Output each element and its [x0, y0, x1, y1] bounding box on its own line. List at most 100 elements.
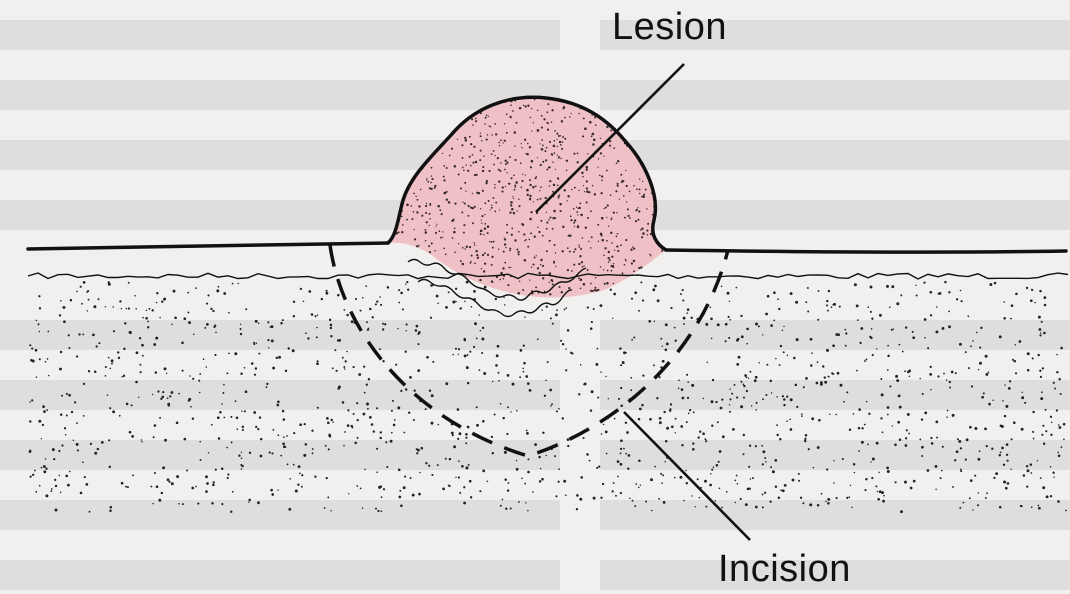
stipple-dot	[87, 310, 88, 311]
lesion-dot	[517, 292, 520, 295]
stipple-dot	[881, 393, 884, 396]
lesion-dot	[488, 170, 490, 172]
stipple-dot	[778, 497, 781, 500]
stipple-dot	[1026, 287, 1028, 289]
lesion-dot	[429, 204, 431, 206]
stipple-dot	[215, 332, 217, 334]
stipple-dot	[214, 324, 216, 326]
stipple-dot	[691, 384, 694, 387]
stipple-dot	[337, 294, 340, 297]
stipple-dot	[221, 467, 224, 470]
lesion-dot	[418, 205, 420, 207]
stipple-dot	[1030, 299, 1033, 302]
lesion-dot	[442, 236, 443, 237]
stipple-dot	[545, 455, 547, 457]
stipple-dot	[872, 458, 875, 461]
stipple-dot	[935, 421, 938, 424]
lesion-dot	[495, 133, 497, 135]
stipple-dot	[326, 477, 328, 479]
stipple-dot	[42, 424, 44, 426]
stipple-dot	[960, 290, 962, 292]
lesion-dot	[479, 159, 481, 161]
stipple-dot	[729, 404, 730, 405]
lesion-dot	[594, 287, 596, 289]
stipple-dot	[853, 463, 856, 466]
lesion-dot	[491, 256, 493, 258]
stipple-dot	[118, 357, 120, 359]
stipple-dot	[429, 389, 431, 391]
stipple-dot	[665, 349, 668, 352]
stipple-dot	[532, 491, 534, 493]
stipple-dot	[560, 340, 562, 342]
stipple-dot	[907, 413, 910, 416]
stipple-dot	[640, 484, 641, 485]
lesion-dot	[571, 270, 573, 272]
lesion-dot	[613, 147, 615, 149]
stipple-dot	[153, 436, 155, 438]
stipple-dot	[387, 286, 390, 289]
stipple-dot	[36, 320, 38, 322]
lesion-dot	[619, 199, 620, 200]
stipple-dot	[156, 302, 158, 304]
lesion-dot	[546, 168, 548, 170]
stipple-dot	[675, 418, 677, 420]
stipple-dot	[749, 445, 751, 447]
stipple-dot	[610, 289, 612, 291]
stipple-dot	[1050, 434, 1052, 436]
lesion-dot	[649, 254, 651, 256]
stipple-dot	[686, 421, 688, 423]
stipple-dot	[567, 329, 570, 332]
lesion-dot	[617, 183, 619, 185]
lesion-dot	[524, 240, 525, 241]
stipple-dot	[131, 435, 134, 438]
stipple-dot	[620, 463, 623, 466]
stipple-dot	[358, 373, 361, 376]
stipple-dot	[786, 395, 788, 397]
stipple-dot	[171, 392, 173, 394]
stipple-dot	[426, 356, 429, 359]
stipple-dot	[256, 343, 258, 345]
lesion-dot	[534, 236, 536, 238]
lesion-dot	[474, 206, 476, 208]
stipple-dot	[254, 374, 256, 376]
stipple-dot	[620, 364, 622, 366]
lesion-dot	[571, 113, 572, 114]
stipple-dot	[638, 418, 641, 421]
stipple-dot	[583, 383, 585, 385]
lesion-dot	[401, 231, 403, 233]
stipple-dot	[682, 289, 684, 291]
lesion-dot	[639, 179, 640, 180]
stipple-dot	[43, 406, 45, 408]
stipple-dot	[850, 485, 851, 486]
stipple-dot	[276, 357, 278, 359]
lesion-dot	[588, 191, 590, 193]
lesion-dot	[563, 226, 564, 227]
lesion-dot	[502, 186, 504, 188]
stipple-dot	[959, 343, 962, 346]
stipple-dot	[406, 281, 408, 283]
lesion-dot	[627, 215, 629, 217]
lesion-dot	[417, 199, 419, 201]
lesion-dot	[583, 185, 584, 186]
stipple-dot	[693, 411, 695, 413]
stipple-dot	[683, 317, 686, 320]
stipple-dot	[270, 489, 273, 492]
lesion-dot	[577, 161, 579, 163]
stipple-dot	[729, 301, 730, 302]
stipple-dot	[241, 410, 242, 411]
stipple-dot	[45, 458, 47, 460]
stipple-dot	[242, 429, 244, 431]
stipple-dot	[520, 349, 523, 352]
lesion-dot	[529, 184, 531, 186]
stipple-dot	[504, 304, 505, 305]
stipple-dot	[1044, 304, 1047, 307]
lesion-dot	[516, 248, 518, 250]
lesion-dot	[490, 126, 491, 127]
lesion-dot	[504, 140, 506, 142]
stipple-dot	[312, 448, 314, 450]
stipple-dot	[942, 327, 945, 330]
stipple-dot	[798, 473, 800, 475]
stipple-dot	[702, 432, 705, 435]
stipple-dot	[96, 345, 98, 347]
stipple-dot	[242, 426, 244, 428]
